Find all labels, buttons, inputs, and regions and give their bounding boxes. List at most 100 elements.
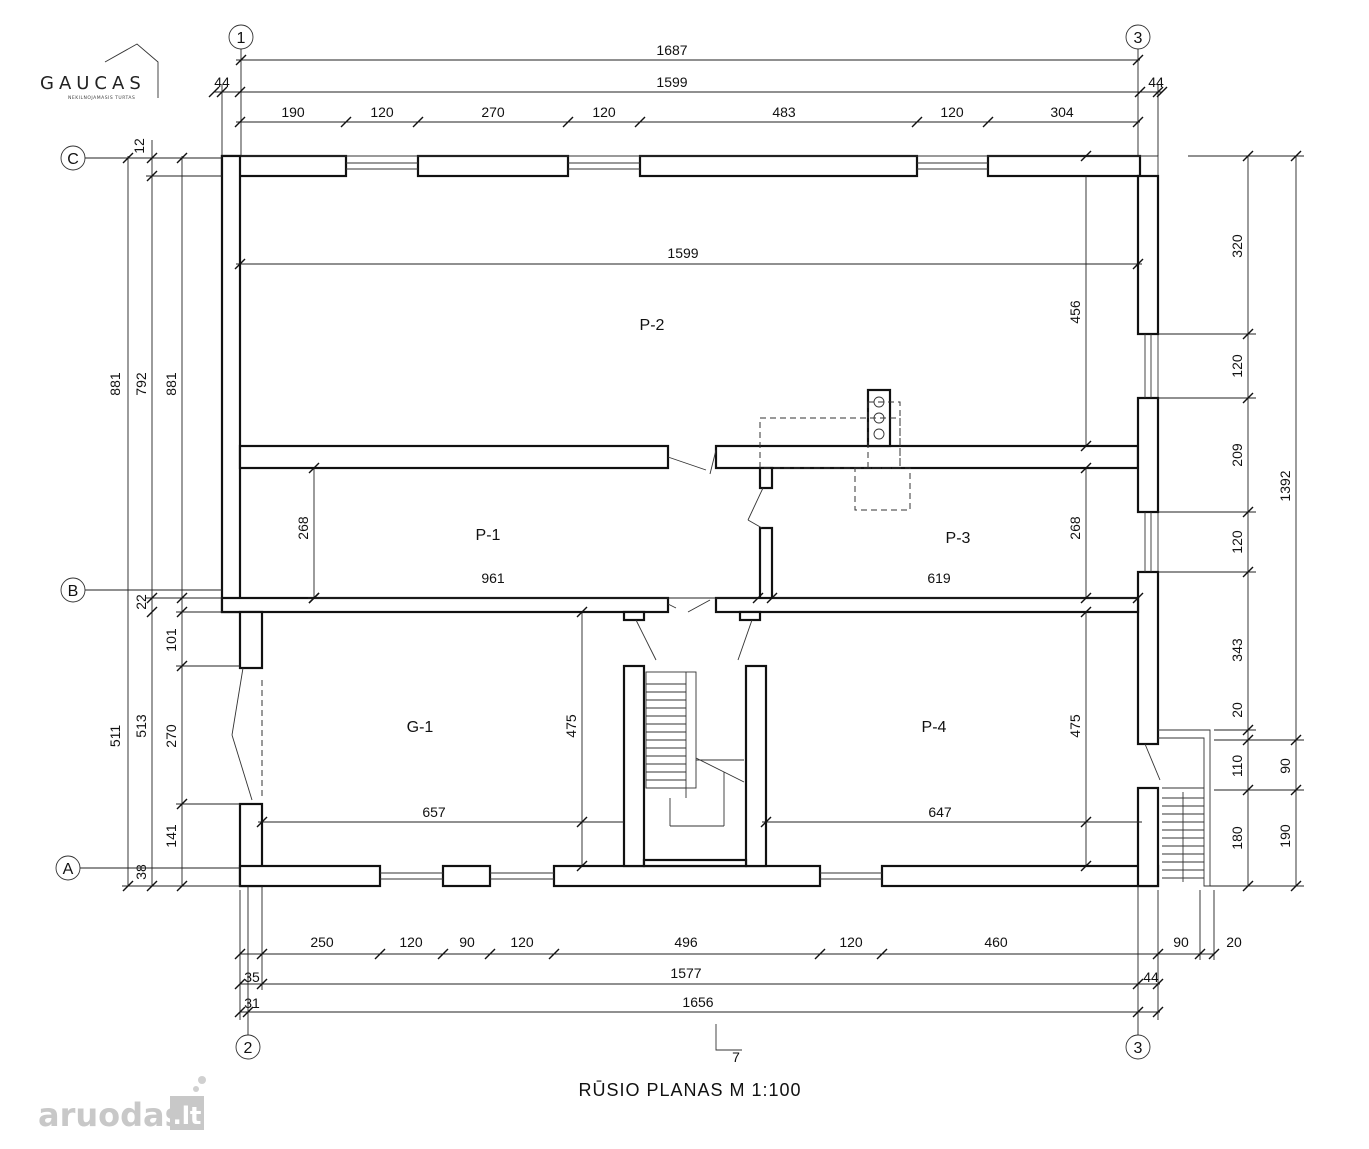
left-wall [220, 154, 242, 614]
dimension-tick [1132, 258, 1144, 270]
dimension-tick [1242, 150, 1254, 162]
door-jamb [622, 610, 646, 622]
dimension-tick [1242, 724, 1254, 736]
stair-wall [744, 664, 768, 868]
dimension-tick [176, 880, 188, 892]
doors [231, 449, 1161, 801]
dimension-tick [1132, 116, 1144, 128]
dimension-tick [1080, 440, 1092, 452]
dimension-tick [1080, 816, 1092, 828]
dim-top-total: 1687 [656, 42, 687, 58]
inner-wall [238, 444, 670, 470]
dimension-tick [1242, 392, 1254, 404]
room-p2-label: P-2 [640, 317, 665, 334]
staircase [645, 671, 745, 827]
window [1144, 512, 1152, 572]
dimension-tick [562, 116, 574, 128]
dim-top-left-44: 44 [214, 74, 230, 90]
dimension-tick [1080, 606, 1092, 618]
watermark-suffix: .lt [173, 1102, 202, 1130]
dim-top-seg: 120 [592, 104, 616, 120]
window [820, 872, 882, 880]
dimension-tick [982, 116, 994, 128]
dimension-tick [176, 660, 188, 672]
dimension-tick [1080, 150, 1092, 162]
dimension-tick [548, 948, 560, 960]
dimension-tick [1152, 948, 1164, 960]
inner-wall [714, 596, 1140, 614]
dim-top-seg: 270 [481, 104, 505, 120]
dimension-texts: 1687 1599 44 44 190 120 270 120 483 120 … [107, 42, 1293, 1011]
dimension-tick [146, 152, 158, 164]
room-p3-label: P-3 [946, 530, 971, 547]
dimension-tick [122, 152, 134, 164]
dimension-tick [256, 948, 268, 960]
axis-3-top-label: 3 [1134, 30, 1143, 47]
dimension-tick [308, 592, 320, 604]
dimension-tick [1242, 880, 1254, 892]
dim-bottom-seg: 120 [399, 934, 423, 950]
stair-wall [622, 664, 646, 868]
dimension-tick [216, 86, 228, 98]
dim-p1-width: 961 [481, 570, 505, 586]
dimension-tick [911, 116, 923, 128]
chimney [759, 388, 911, 511]
window [568, 162, 640, 170]
window [917, 162, 988, 170]
dim-p3-width: 619 [927, 570, 951, 586]
partition [758, 466, 774, 490]
dim-left-lower: 511 [107, 725, 123, 748]
room-labels: P-2 P-1 P-3 G-1 P-4 [407, 317, 971, 736]
dim-top-seg: 190 [281, 104, 305, 120]
dim-left-lower: 513 [133, 714, 149, 738]
brand-tagline: NEKILNOJAMASIS TURTAS [68, 95, 135, 101]
room-p4-label: P-4 [922, 719, 947, 736]
right-wall [1136, 570, 1160, 746]
section-mark: 7 [715, 1024, 742, 1065]
dim-top-seg: 483 [772, 104, 796, 120]
brand-logo: GAUCAS NEKILNOJAMASIS TURTAS [40, 43, 159, 101]
partition [758, 526, 774, 610]
dim-right-outer: 1392 [1277, 470, 1293, 501]
dimension-tick [146, 170, 158, 182]
top-wall-segment [638, 154, 919, 178]
dim-bottom-seg: 460 [984, 934, 1008, 950]
dimension-tick [176, 798, 188, 810]
dim-bottom-35: 35 [244, 969, 260, 985]
watermark-badge [170, 1096, 204, 1130]
right-wall [1136, 786, 1160, 888]
top-wall-segment [986, 154, 1142, 178]
dim-right-outer: 190 [1277, 824, 1293, 848]
dim-right-seg: 343 [1229, 638, 1245, 662]
dimension-tick [256, 978, 268, 990]
dimension-tick [814, 948, 826, 960]
dimension-tick [234, 86, 246, 98]
dim-left-12: 12 [131, 138, 147, 154]
inner-wall [220, 596, 670, 614]
dim-p2-height: 456 [1067, 300, 1083, 324]
dim-left-outer: 792 [133, 372, 149, 396]
dimension-tick [1132, 54, 1144, 66]
dim-right-seg: 20 [1229, 702, 1245, 718]
room-p1-label: P-1 [476, 527, 501, 544]
bottom-wall-segment [552, 864, 822, 888]
dimension-tick [1132, 592, 1144, 604]
dim-bottom-seg: 20 [1226, 934, 1242, 950]
dim-g1-width: 657 [422, 804, 446, 820]
dimension-tick [437, 948, 449, 960]
dimension-tick [766, 592, 778, 604]
dimension-tick [234, 116, 246, 128]
dim-right-seg: 120 [1229, 530, 1245, 554]
dimension-tick [576, 816, 588, 828]
dim-p3-height: 268 [1067, 516, 1083, 540]
dimension-tick [234, 948, 246, 960]
dim-p4-height: 475 [1067, 714, 1083, 738]
dimension-tick [484, 948, 496, 960]
dim-left-lower-seg: 141 [163, 824, 179, 848]
axes: 1 3 2 3 C B A [55, 24, 1151, 1060]
dimension-lines [122, 54, 1304, 1020]
inner-wall [714, 444, 1140, 470]
dimension-tick [208, 86, 220, 98]
dim-left-lower-seg: 270 [163, 724, 179, 748]
